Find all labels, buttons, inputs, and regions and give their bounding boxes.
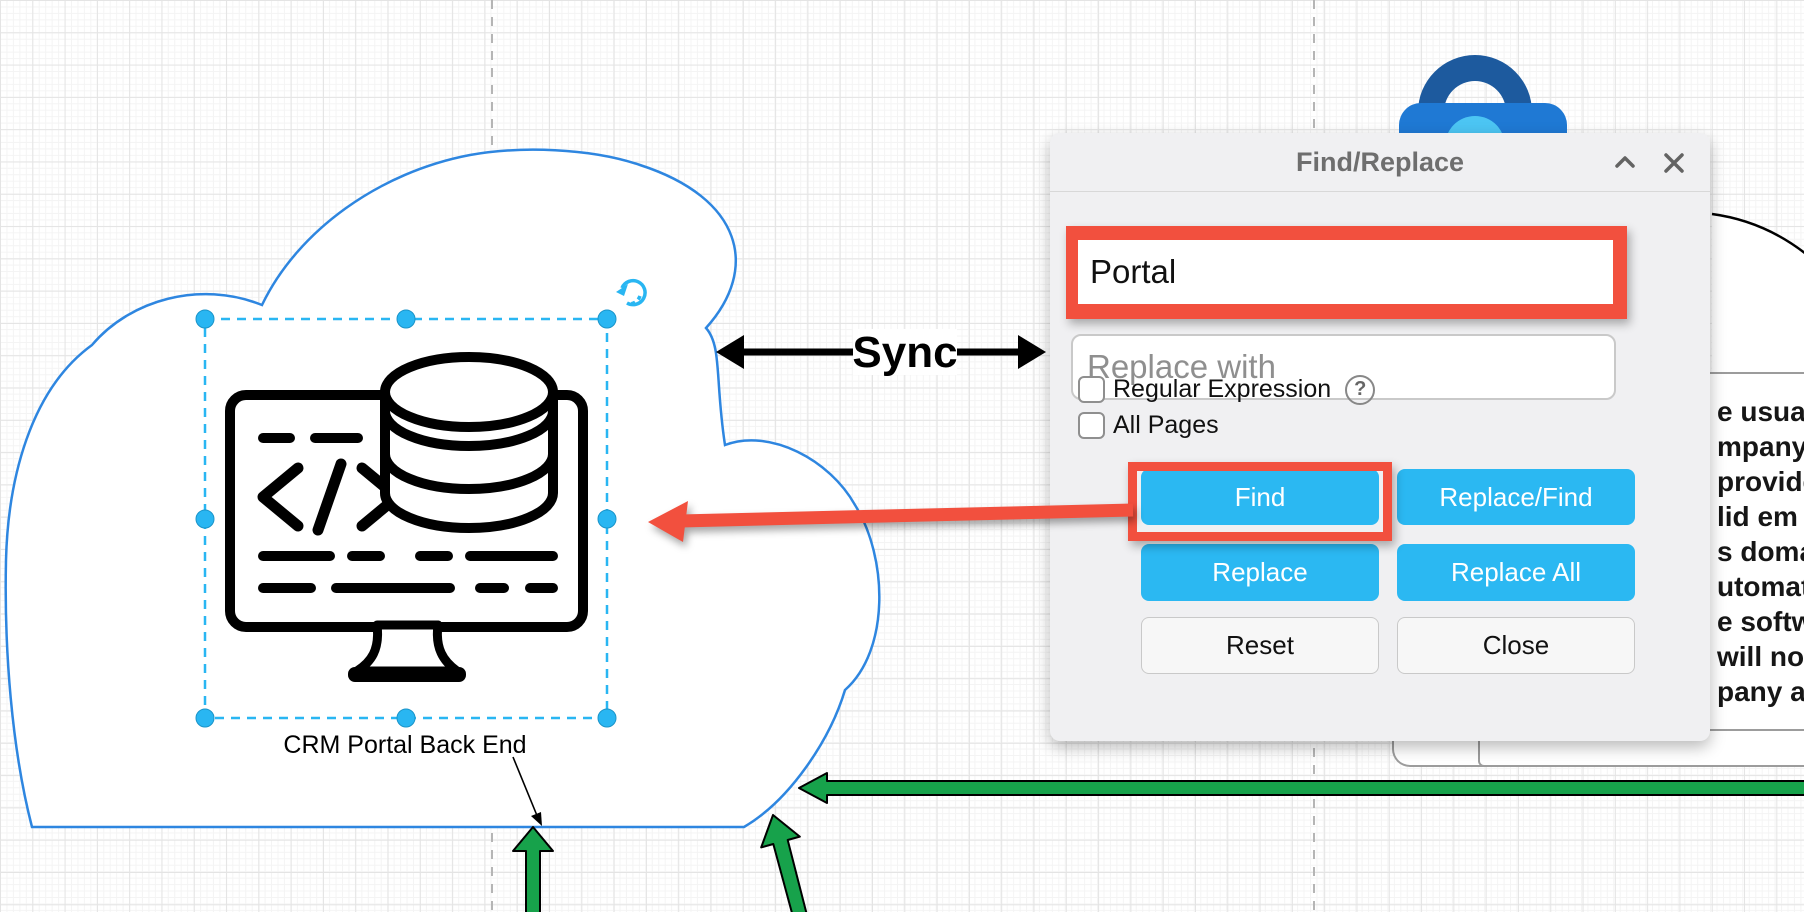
close-icon[interactable] [1658, 147, 1690, 179]
selection-handle-nw[interactable] [195, 309, 215, 329]
note-line: e usual [1717, 396, 1804, 427]
dialog-title: Find/Replace [1295, 147, 1465, 177]
find-input-highlight [1066, 226, 1627, 319]
note-line: lid em [1717, 501, 1798, 532]
selection-handle-n[interactable] [396, 309, 416, 329]
regular-expression-label: Regular Expression [1113, 375, 1332, 403]
label-leader-line [512, 756, 542, 826]
find-button[interactable]: Find [1141, 469, 1379, 525]
green-arrow-diagonal[interactable] [760, 814, 808, 912]
selection-overlay[interactable] [195, 278, 647, 728]
note-line: provide [1717, 466, 1804, 497]
all-pages-row: All Pages [1078, 411, 1219, 439]
rotate-icon[interactable] [616, 278, 647, 307]
green-arrow-vertical[interactable] [512, 826, 554, 912]
background-shape-curve[interactable] [1712, 214, 1804, 376]
selection-handle-ne[interactable] [597, 309, 617, 329]
chevron-up-icon[interactable] [1609, 147, 1641, 179]
note-line: will no [1717, 641, 1804, 672]
help-icon[interactable]: ? [1345, 374, 1376, 405]
note-text-box[interactable]: e usual mpany provide lid em s doma utom… [1705, 372, 1804, 731]
replace-all-button[interactable]: Replace All [1397, 544, 1635, 601]
note-line: utomati [1717, 571, 1804, 602]
note-line: e softw [1717, 606, 1804, 637]
selection-handle-se[interactable] [597, 708, 617, 728]
find-input[interactable] [1078, 240, 1613, 304]
replace-button[interactable]: Replace [1141, 544, 1379, 601]
background-shape-outline [1711, 212, 1804, 255]
selection-handle-e[interactable] [597, 509, 617, 529]
all-pages-label: All Pages [1113, 411, 1219, 439]
reset-button[interactable]: Reset [1141, 617, 1379, 674]
sync-label[interactable]: Sync [852, 328, 957, 377]
find-replace-dialog[interactable]: Find/Replace Regular Expression ? All Pa… [1050, 133, 1710, 741]
replace-input[interactable] [1071, 334, 1616, 400]
selection-handle-w[interactable] [195, 509, 215, 529]
selection-handle-sw[interactable] [195, 708, 215, 728]
sync-arrow[interactable]: Sync [716, 328, 1046, 377]
note-line: pany a [1717, 676, 1804, 707]
regular-expression-row: Regular Expression ? [1078, 374, 1376, 405]
note-line: s doma [1717, 536, 1804, 567]
selection-handle-s[interactable] [396, 708, 416, 728]
dialog-header: Find/Replace [1050, 133, 1710, 192]
regular-expression-checkbox[interactable] [1078, 376, 1105, 403]
green-arrow-horizontal[interactable] [798, 772, 1804, 804]
close-button[interactable]: Close [1397, 617, 1635, 674]
crm-backend-icon[interactable] [225, 352, 588, 682]
cloud-shape-label[interactable]: CRM Portal Back End [283, 731, 526, 759]
replace-find-button[interactable]: Replace/Find [1397, 469, 1635, 525]
note-line: mpany [1717, 431, 1804, 462]
all-pages-checkbox[interactable] [1078, 412, 1105, 439]
